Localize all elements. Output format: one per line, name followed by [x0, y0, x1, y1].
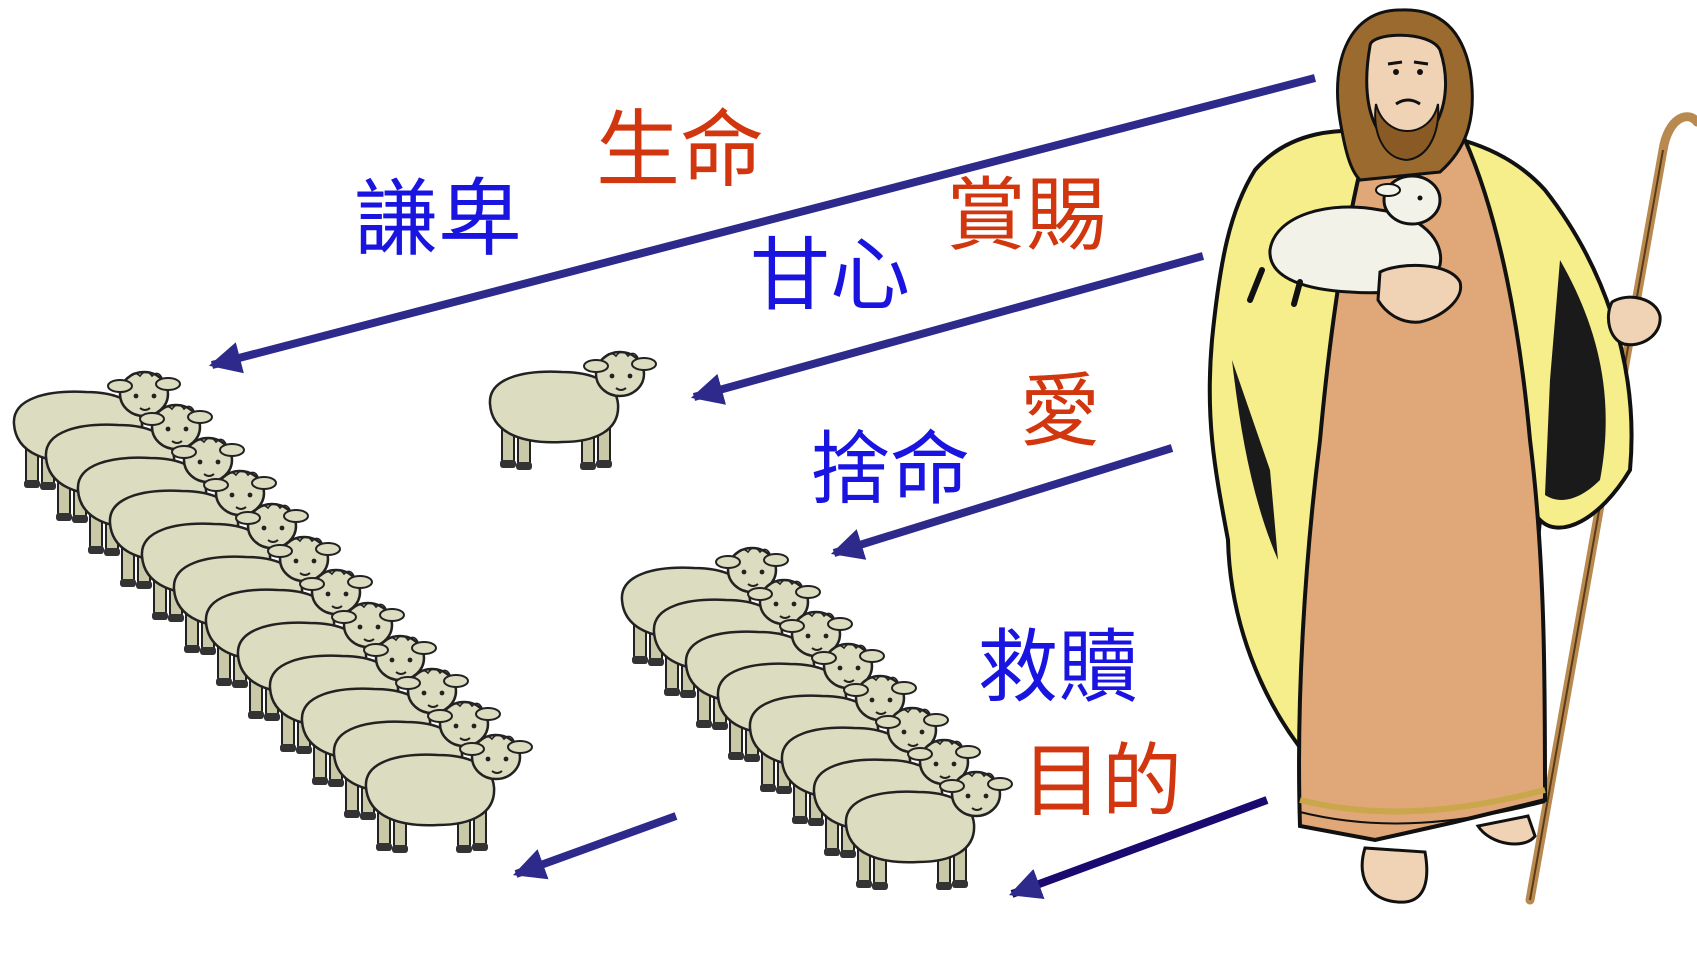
arrow-icon [512, 812, 678, 880]
flock-right [620, 546, 1014, 892]
label-purpose: 目的 [1022, 735, 1182, 828]
label-sacrifice: 捨命 [810, 423, 970, 516]
arrow-icon [690, 252, 1205, 405]
hand [1607, 295, 1662, 347]
label-love: 愛 [1020, 365, 1100, 458]
staff-icon [1525, 112, 1697, 905]
hand [1376, 263, 1463, 324]
label-life: 生命 [596, 101, 765, 199]
label-redemption: 救贖 [978, 621, 1138, 714]
label-humility: 謙卑 [354, 170, 523, 268]
arrows-group [208, 74, 1317, 900]
arrow-icon [830, 444, 1174, 560]
feet [1360, 846, 1429, 904]
label-reward: 賞賜 [946, 169, 1106, 262]
robe [1297, 137, 1548, 843]
sheep-icon [488, 350, 658, 472]
arrow-icon [1008, 796, 1269, 900]
label-willing: 甘心 [750, 229, 910, 322]
flock-left [12, 370, 534, 855]
shepherd-figure [1207, 8, 1697, 905]
arrow-icon [208, 74, 1317, 374]
